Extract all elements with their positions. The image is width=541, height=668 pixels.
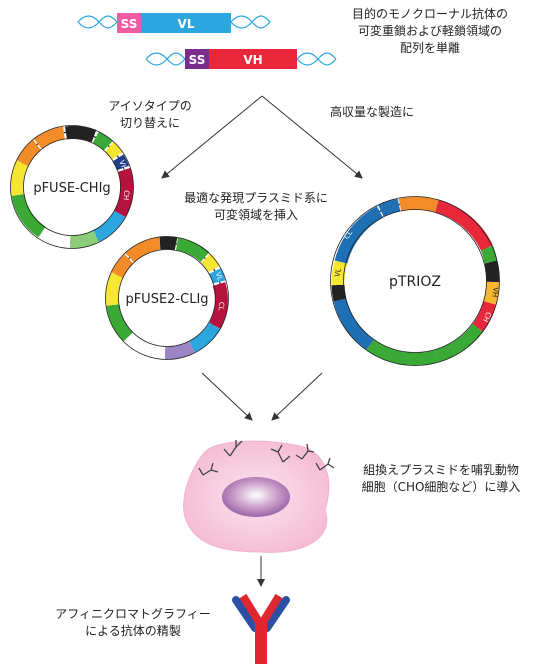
secreted-antibody-icon [295, 443, 315, 460]
cl-label: CL [217, 301, 226, 311]
arrow-from-pfuse [201, 372, 253, 421]
vl-segment [141, 13, 231, 33]
cell-nucleus [222, 477, 290, 517]
transfect-caption: 組換えプラスミドを哺乳動物 細胞（CHO細胞など）に導入 [348, 462, 534, 496]
ch-label: CH [481, 311, 493, 324]
caption-line: 高収量な製造に [329, 105, 414, 119]
secreted-antibody-icon [223, 440, 243, 457]
ss-label: SS [121, 17, 138, 31]
vl-gene-cassette: SS VL [77, 13, 271, 33]
caption-line: 細胞（CHO細胞など）に導入 [361, 480, 521, 494]
plasmid-name: pTRIOZ [389, 274, 441, 290]
secreted-antibody-icon [315, 457, 335, 471]
caption-line: による抗体の精製 [85, 624, 181, 638]
caption-line: アイソタイプの [108, 99, 192, 113]
high-yield-caption: 高収量な製造に [312, 104, 432, 121]
vh-segment [209, 49, 297, 69]
caption-line: 可変重鎖および軽鎖領域の [357, 24, 502, 38]
plasmid-name: pFUSE2-CLIg [125, 292, 208, 307]
ss-label: SS [189, 53, 206, 67]
plasmid-pfuse-chig: pFUSE-CHIg VH CH [10, 125, 134, 249]
caption-line: 配列を単離 [399, 41, 460, 55]
secreted-antibody-icon [198, 462, 219, 476]
purify-caption: アフィニクロマトグラフィー による抗体の精製 [50, 606, 216, 640]
vl-label: VL [178, 17, 195, 31]
vh-label: VH [243, 53, 262, 67]
gene-caption: 目的のモノクローナル抗体の 可変重鎖および軽鎖領域の 配列を単離 [330, 6, 530, 57]
arrow-to-ptrioz [261, 95, 363, 179]
arrow-from-ptrioz [271, 372, 323, 421]
caption-line: 組換えプラスミドを哺乳動物 [363, 463, 519, 477]
antibody-icon [232, 593, 290, 664]
caption-line: 切り替えに [119, 116, 180, 130]
plasmid-pfuse2-clig: pFUSE2-CLIg VL CL [105, 236, 229, 360]
dna-strand-left-b [77, 15, 118, 29]
dna-strand-right-b [296, 52, 337, 66]
vh-gene-cassette: SS VH [145, 49, 337, 69]
plasmid-ptrioz: pTRIOZ VL CL VH CH [330, 196, 500, 366]
insert-caption: 最適な発現プラスミド系に 可変領域を挿入 [158, 190, 354, 224]
caption-line: 最適な発現プラスミド系に [184, 191, 328, 205]
vl-label: VL [333, 268, 342, 278]
cho-cell [183, 440, 335, 553]
ch-label: CH [122, 190, 131, 201]
vl-label: VL [214, 271, 224, 282]
caption-line: 可変領域を挿入 [213, 208, 298, 222]
dna-strand-right-b [230, 15, 271, 29]
vh-label: VH [117, 159, 128, 171]
secreted-antibody-icon [270, 444, 291, 463]
cl-label: CL [343, 229, 355, 241]
caption-line: 目的のモノクローナル抗体の [351, 7, 508, 21]
arrow-to-pfuse [161, 95, 263, 179]
plasmid-name: pFUSE-CHIg [33, 181, 110, 196]
vh-label: VH [491, 287, 500, 298]
ss-segment [117, 13, 141, 33]
isotype-switch-caption: アイソタイプの 切り替えに [100, 98, 200, 132]
dna-strand-left-b [145, 52, 186, 66]
ss-segment [185, 49, 209, 69]
caption-line: アフィニクロマトグラフィー [55, 607, 211, 621]
